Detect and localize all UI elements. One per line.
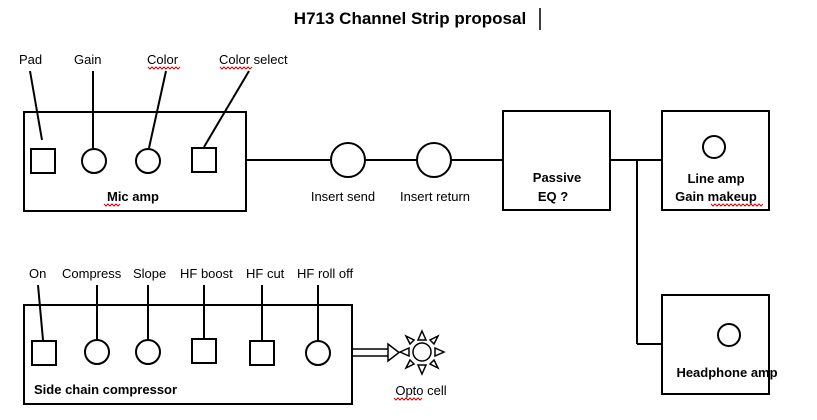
diagram-title: H713 Channel Strip proposal <box>294 9 526 28</box>
gain-knob <box>81 148 107 174</box>
line-amp-knob <box>702 135 726 159</box>
spellcheck-underline <box>393 397 423 401</box>
hf-boost-switch <box>191 338 217 364</box>
headphone-amp-knob <box>717 323 741 347</box>
insert-return-label: Insert return <box>400 189 470 204</box>
label-hf-roll-off: HF roll off <box>297 266 353 281</box>
on-switch <box>31 340 57 366</box>
double-arrow <box>352 342 401 363</box>
line-amp-label-1: Line amp <box>687 171 744 186</box>
passive-eq-label-1: Passive <box>533 170 581 185</box>
slope-knob <box>135 339 161 365</box>
label-slope: Slope <box>133 266 166 281</box>
opto-cell-label: Opto cell <box>395 383 446 398</box>
opto-cell-icon <box>398 329 446 376</box>
passive-eq-label-2: EQ ? <box>538 189 568 204</box>
mic-amp-box <box>23 111 247 212</box>
label-color: Color <box>147 52 179 67</box>
compress-knob <box>84 339 110 365</box>
label-hf-boost: HF boost <box>180 266 233 281</box>
line-amp-box <box>661 110 770 211</box>
leader-color <box>148 70 167 149</box>
label-gain: Gain <box>74 52 101 67</box>
label-color-select: Color select <box>219 52 288 67</box>
compressor-label: Side chain compressor <box>34 382 177 397</box>
compressor-box <box>23 304 353 405</box>
spellcheck-underline <box>147 66 181 70</box>
leader-pad <box>29 70 43 141</box>
label-hf-cut: HF cut <box>246 266 285 281</box>
leader-color-select <box>203 70 250 148</box>
hf-cut-switch <box>249 340 275 366</box>
spellcheck-underline <box>219 66 253 70</box>
leader-on <box>37 284 44 341</box>
insert-send-jack <box>330 142 366 178</box>
mic-amp-label: Mic amp <box>107 189 159 204</box>
label-on: On <box>29 266 46 281</box>
insert-send-label: Insert send <box>311 189 375 204</box>
spellcheck-underline <box>710 203 764 207</box>
color-select-switch <box>191 147 217 173</box>
color-knob <box>135 148 161 174</box>
line-amp-label-2: Gain makeup <box>675 189 757 204</box>
spellcheck-underline <box>103 203 121 207</box>
hf-roll-off-knob <box>305 340 331 366</box>
insert-return-jack <box>416 142 452 178</box>
headphone-amp-box <box>661 294 770 395</box>
label-pad: Pad <box>19 52 42 67</box>
headphone-amp-label: Headphone amp <box>676 365 777 380</box>
pad-switch <box>30 148 56 174</box>
label-compress: Compress <box>62 266 122 281</box>
